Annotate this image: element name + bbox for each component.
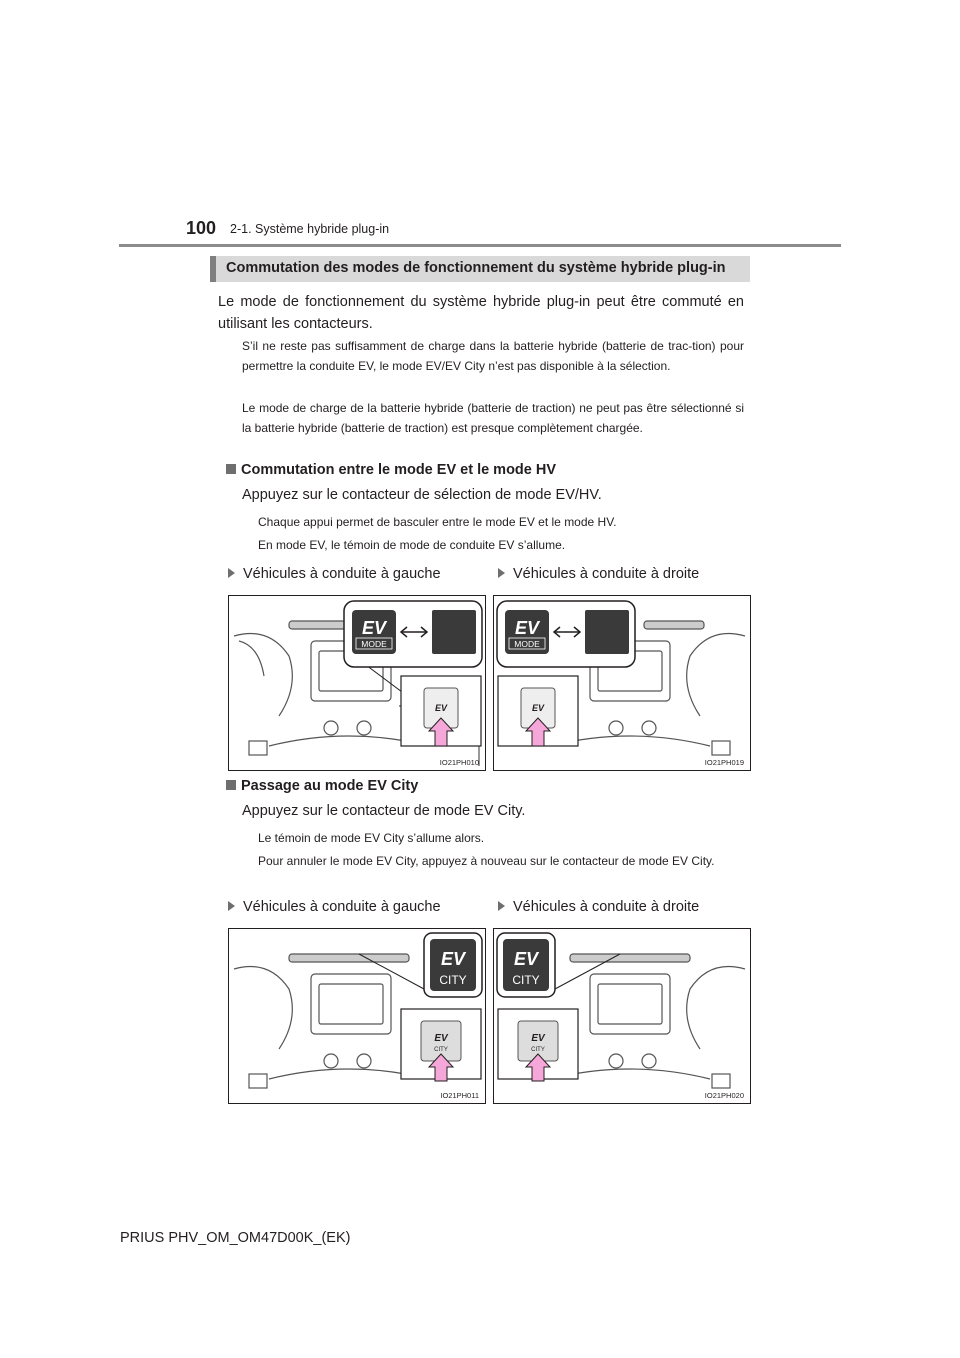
badge-text-top: EV — [514, 949, 540, 969]
note-ev-hv-1: Chaque appui permet de basculer entre le… — [258, 515, 617, 529]
figure-code: IO21PH010 — [439, 758, 479, 767]
badge-text-bottom: CITY — [439, 973, 466, 987]
note-ev-hv-2: En mode EV, le témoin de mode de conduit… — [258, 538, 566, 552]
svg-text:CITY: CITY — [531, 1047, 545, 1053]
bullet-square-icon — [226, 780, 236, 790]
press-arrow-icon — [427, 1053, 455, 1082]
subsection-heading-ev-hv: Commutation entre le mode EV et le mode … — [226, 462, 556, 478]
label-left-drive-1: Véhicules à conduite à gauche — [228, 566, 441, 582]
bullet-square-icon — [226, 464, 236, 474]
dashboard-illustration: EV CITY EV CITY — [496, 932, 746, 1089]
badge-text-top: EV — [515, 618, 541, 638]
badge-text-bottom: MODE — [361, 639, 387, 649]
subsection-heading-ev-city: Passage au mode EV City — [226, 778, 418, 794]
ev-mode-badge — [352, 610, 396, 654]
triangle-bullet-icon — [228, 568, 235, 578]
dashboard-illustration: EV CITY EV CITY — [233, 932, 483, 1089]
instruction-ev-city: Appuyez sur le contacteur de mode EV Cit… — [242, 803, 526, 819]
figure-code: IO21PH019 — [704, 758, 744, 767]
svg-text:EV: EV — [531, 1033, 546, 1044]
press-arrow-icon — [524, 717, 552, 747]
label-right-drive-2: Véhicules à conduite à droite — [498, 899, 699, 915]
hv-indicator-blank — [432, 610, 476, 654]
header-rule — [119, 244, 841, 247]
figure-ev-mode-right: EV MODE EV IO21PH019 — [493, 595, 751, 771]
double-arrow-icon — [552, 626, 582, 638]
triangle-bullet-icon — [498, 901, 505, 911]
figure-code: IO21PH011 — [440, 1091, 479, 1100]
intro-paragraph: Le mode de fonctionnement du système hyb… — [218, 294, 744, 332]
hv-indicator-blank — [585, 610, 629, 654]
badge-text-bottom: MODE — [514, 639, 540, 649]
ev-mode-badge — [505, 610, 549, 654]
note-paragraph-1: S’il ne reste pas suffisamment de charge… — [242, 339, 744, 373]
badge-text-top: EV — [362, 618, 388, 638]
instruction-ev-hv: Appuyez sur le contacteur de sélection d… — [242, 487, 602, 503]
triangle-bullet-icon — [498, 568, 505, 578]
figure-ev-mode-left: EV MODE EV IO21PH010 — [228, 595, 486, 771]
svg-text:CITY: CITY — [434, 1047, 448, 1053]
section-title: Commutation des modes de fonctionnement … — [226, 260, 726, 276]
double-arrow-icon — [399, 626, 429, 638]
label-right-drive-1: Véhicules à conduite à droite — [498, 566, 699, 582]
note-ev-city-1: Le témoin de mode EV City s’allume alors… — [258, 831, 485, 845]
section-title-bar: Commutation des modes de fonctionnement … — [210, 256, 750, 282]
triangle-bullet-icon — [228, 901, 235, 911]
page-number: 100 — [186, 218, 217, 238]
note-paragraph-2: Le mode de charge de la batterie hybride… — [242, 401, 744, 435]
press-arrow-icon — [524, 1053, 552, 1082]
label-left-drive-2: Véhicules à conduite à gauche — [228, 899, 441, 915]
note-ev-city-2: Pour annuler le mode EV City, appuyez à … — [258, 854, 715, 868]
badge-text-bottom: CITY — [512, 973, 539, 987]
figure-ev-city-right: EV CITY EV CITY IO21PH020 — [493, 928, 751, 1104]
ev-city-badge — [503, 939, 549, 991]
badge-text-top: EV — [441, 949, 467, 969]
figure-code: IO21PH020 — [704, 1091, 744, 1100]
svg-text:EV: EV — [434, 1033, 449, 1044]
svg-text:EV: EV — [532, 703, 545, 713]
dashboard-illustration: EV MODE EV — [496, 600, 746, 756]
dashboard-illustration: EV MODE EV — [233, 600, 483, 766]
footer-doc-id: PRIUS PHV_OM_OM47D00K_(EK) — [120, 1230, 351, 1246]
figure-ev-city-left: EV CITY EV CITY IO21PH011 — [228, 928, 486, 1104]
press-arrow-icon — [427, 717, 455, 747]
ev-city-badge — [430, 939, 476, 991]
svg-text:EV: EV — [435, 703, 448, 713]
section-label: 2-1. Système hybride plug-in — [230, 222, 390, 236]
